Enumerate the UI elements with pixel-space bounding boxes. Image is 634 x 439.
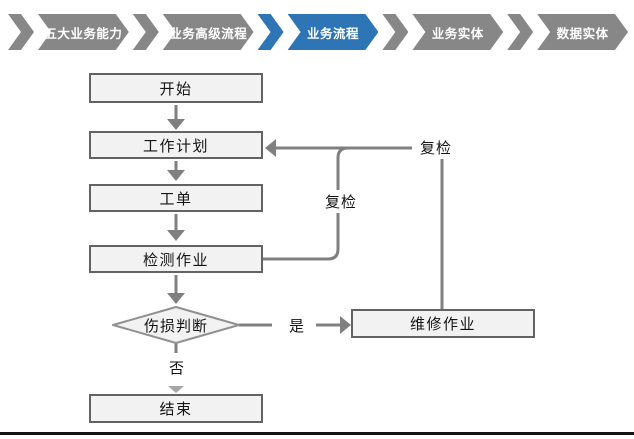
edge-label-yes: 是	[282, 315, 312, 336]
decision-diamond-shape	[112, 306, 240, 344]
edge-recheck-inner-loop	[263, 146, 349, 261]
small-arrowhead-down-icon	[168, 386, 184, 393]
nav-item-yewu-liucheng-active[interactable]: 业务流程	[258, 14, 379, 50]
nav-item-gaoji-liucheng[interactable]: 业务高级流程	[133, 14, 254, 50]
arrowhead-down-icon	[167, 119, 185, 130]
edge-label-no: 否	[162, 357, 192, 378]
flow-node-work-order: 工单	[89, 184, 263, 212]
nav-item-label[interactable]: 业务实体	[412, 14, 503, 50]
chevron-process-nav: 五大业务能力 业务高级流程 业务流程 业务实体 数据实体	[8, 14, 628, 50]
flow-node-repair: 维修作业	[351, 309, 535, 338]
nav-item-label[interactable]: 业务流程	[288, 14, 379, 50]
flow-node-inspection: 检测作业	[89, 245, 263, 273]
flow-node-work-plan: 工作计划	[89, 131, 263, 159]
nav-item-wuda[interactable]: 五大业务能力	[8, 14, 129, 50]
slide-bottom-border	[0, 432, 634, 435]
nav-item-label[interactable]: 五大业务能力	[38, 14, 129, 50]
nav-item-label[interactable]: 业务高级流程	[163, 14, 254, 50]
nav-item-yewu-shiti[interactable]: 业务实体	[382, 14, 503, 50]
nav-item-shuju-shiti[interactable]: 数据实体	[507, 14, 628, 50]
edge-label-recheck-outer: 复检	[412, 136, 460, 159]
edge-label-recheck-inner: 复检	[321, 190, 361, 213]
arrowhead-down-icon	[167, 293, 185, 304]
flow-node-start: 开始	[89, 73, 263, 103]
arrowhead-down-icon	[167, 170, 185, 181]
nav-item-label[interactable]: 数据实体	[537, 14, 628, 50]
arrowhead-down-icon	[167, 230, 185, 241]
flow-node-end: 结束	[89, 394, 263, 423]
arrowhead-right-icon	[340, 316, 351, 334]
flow-node-damage-decision: 伤损判断	[143, 317, 208, 335]
arrowhead-left-icon	[265, 139, 276, 157]
